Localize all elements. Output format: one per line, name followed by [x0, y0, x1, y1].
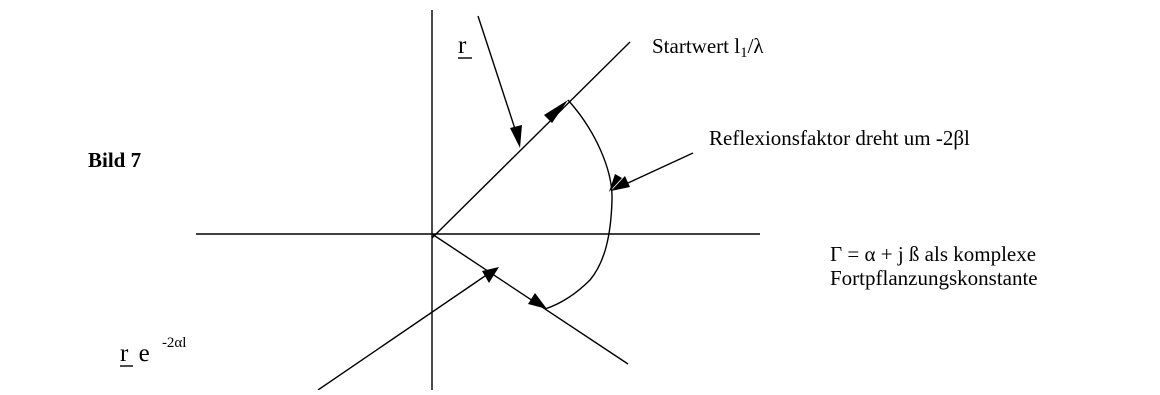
figure-label: Bild 7: [88, 148, 141, 172]
start-vector-arrowhead: [544, 100, 568, 123]
damped-vector: [431, 233, 629, 365]
r-label: r: [458, 32, 467, 59]
r-damped-exponent: -2αl: [162, 335, 187, 351]
rotation-label: Reflexionsfaktor dreht um -2βl: [709, 126, 970, 150]
rotation-pointer-line: [627, 152, 694, 184]
r-pointer-arrowhead: [510, 125, 522, 148]
start-vector: [431, 41, 631, 239]
damped-pointer-arrowhead: [482, 267, 499, 283]
r-damped-symbol: r: [120, 340, 129, 367]
rotation-arc: [544, 99, 613, 310]
rotation-arc-arrowhead: [609, 174, 622, 192]
r-damped-e: e: [139, 340, 150, 367]
damped-pointer-line: [317, 275, 486, 391]
r-damped-label: r e -2αl: [120, 335, 186, 367]
gamma-label-line2: Fortpflanzungskonstante: [830, 266, 1038, 290]
r-pointer-line: [477, 15, 518, 136]
start-value-label: Startwert l1/λ: [652, 34, 764, 61]
rotation-pointer-arrowhead: [611, 176, 630, 191]
gamma-label-line1: Γ = α + j ß als komplexe: [830, 242, 1036, 266]
damped-vector-arrowhead: [528, 293, 547, 309]
